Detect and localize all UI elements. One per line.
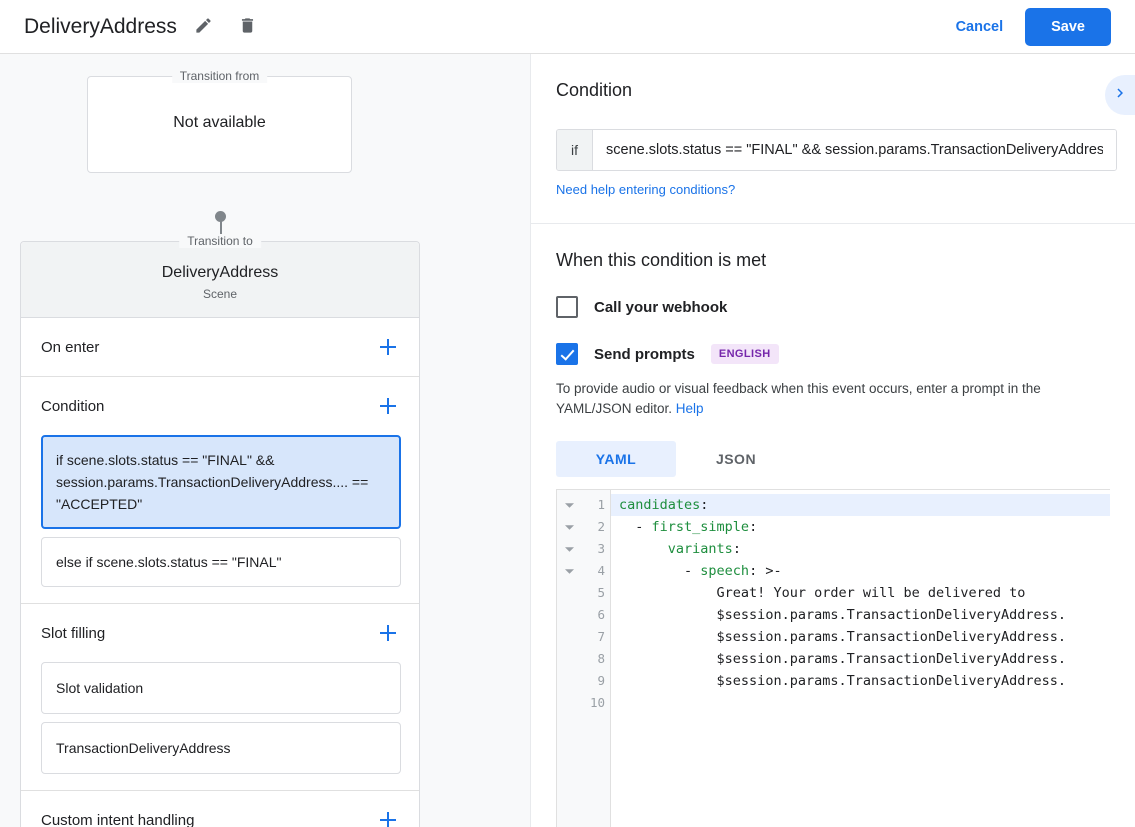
fold-gutter-blank bbox=[557, 692, 581, 714]
page-title: DeliveryAddress bbox=[24, 14, 177, 38]
cancel-button[interactable]: Cancel bbox=[944, 10, 1016, 44]
right-details-panel: Condition if Need help entering conditio… bbox=[530, 54, 1135, 827]
condition-list: if scene.slots.status == "FINAL" && sess… bbox=[21, 435, 419, 603]
delete-button[interactable] bbox=[231, 10, 265, 44]
pencil-icon bbox=[194, 16, 213, 38]
condition-list-item[interactable]: if scene.slots.status == "FINAL" && sess… bbox=[41, 435, 401, 529]
fold-gutter-blank bbox=[557, 670, 581, 692]
save-button[interactable]: Save bbox=[1025, 7, 1111, 46]
fold-toggle-icon[interactable] bbox=[557, 538, 581, 560]
section-condition: Condition if scene.slots.status == "FINA… bbox=[21, 377, 419, 604]
section-on-enter-header[interactable]: On enter bbox=[21, 318, 419, 376]
send-prompts-row[interactable]: Send prompts ENGLISH bbox=[556, 343, 1110, 365]
editor-hint: To provide audio or visual feedback when… bbox=[556, 379, 1110, 419]
condition-if-prefix: if bbox=[557, 130, 593, 170]
editor-line-number: 5 bbox=[597, 585, 605, 600]
scene-card-header[interactable]: Transition to DeliveryAddress Scene bbox=[21, 234, 419, 318]
when-condition-met-block: When this condition is met Call your web… bbox=[531, 224, 1135, 827]
editor-line-number: 10 bbox=[589, 695, 605, 710]
editor-code-line[interactable]: - speech: >- bbox=[619, 563, 782, 579]
section-slot-filling: Slot filling Slot validation Transaction… bbox=[21, 604, 419, 791]
section-on-enter: On enter bbox=[21, 318, 419, 377]
transition-from-card[interactable]: Transition from Not available bbox=[87, 69, 352, 173]
editor-code-line[interactable]: - first_simple: bbox=[619, 519, 758, 535]
editor-code-line[interactable]: Great! Your order will be delivered to bbox=[716, 585, 1026, 601]
transition-from-legend: Transition from bbox=[171, 69, 268, 83]
section-custom-intent-label: Custom intent handling bbox=[41, 811, 195, 827]
code-editor[interactable]: 1 2 3 4 5 6 7 8 9 10 candidates: - first_simple: … bbox=[556, 489, 1110, 827]
section-slot-filling-header[interactable]: Slot filling bbox=[21, 604, 419, 662]
condition-heading: Condition bbox=[556, 80, 633, 100]
language-badge: ENGLISH bbox=[710, 344, 779, 364]
condition-help-link[interactable]: Need help entering conditions? bbox=[556, 182, 736, 197]
scene-type: Scene bbox=[202, 287, 238, 301]
editor-code-line[interactable] bbox=[611, 692, 1110, 714]
fold-gutter-blank bbox=[557, 626, 581, 648]
slot-filling-list: Slot validation TransactionDeliveryAddre… bbox=[21, 662, 419, 790]
add-custom-intent-button[interactable] bbox=[375, 807, 401, 827]
trash-icon bbox=[238, 16, 257, 38]
slot-list-item[interactable]: Slot validation bbox=[41, 662, 401, 714]
transition-from-value: Not available bbox=[173, 113, 266, 131]
condition-list-item[interactable]: else if scene.slots.status == "FINAL" bbox=[41, 537, 401, 587]
transition-to-card: Transition to DeliveryAddress Scene On e… bbox=[20, 234, 420, 827]
editor-code-area[interactable]: candidates: - first_simple: variants: - … bbox=[611, 490, 1110, 827]
fold-gutter-blank bbox=[557, 648, 581, 670]
panel-divider bbox=[531, 223, 1135, 224]
add-on-enter-button[interactable] bbox=[375, 334, 401, 360]
left-flow-panel: Transition from Not available Transition… bbox=[0, 54, 530, 827]
section-custom-intent-handling: Custom intent handling bbox=[21, 791, 419, 827]
add-condition-button[interactable] bbox=[375, 393, 401, 419]
section-slot-filling-label: Slot filling bbox=[41, 624, 106, 642]
editor-line-number: 9 bbox=[597, 673, 605, 688]
tab-json[interactable]: JSON bbox=[676, 441, 796, 477]
section-condition-header[interactable]: Condition bbox=[21, 377, 419, 435]
fold-toggle-icon[interactable] bbox=[557, 560, 581, 582]
editor-hint-text: To provide audio or visual feedback when… bbox=[556, 381, 1041, 416]
section-on-enter-label: On enter bbox=[41, 338, 100, 356]
call-webhook-label: Call your webhook bbox=[594, 298, 728, 316]
editor-code-line[interactable]: $session.params.TransactionDeliveryAddre… bbox=[716, 607, 1067, 623]
edit-name-button[interactable] bbox=[187, 10, 221, 44]
slot-list-item[interactable]: TransactionDeliveryAddress bbox=[41, 722, 401, 774]
editor-line-number: 7 bbox=[597, 629, 605, 644]
editor-line-number: 3 bbox=[597, 541, 605, 556]
format-tabs: YAML JSON bbox=[556, 441, 1110, 477]
call-webhook-checkbox[interactable] bbox=[556, 296, 578, 318]
fold-toggle-icon[interactable] bbox=[557, 494, 581, 516]
section-custom-intent-header[interactable]: Custom intent handling bbox=[21, 791, 419, 827]
editor-code-line[interactable]: $session.params.TransactionDeliveryAddre… bbox=[716, 629, 1067, 645]
editor-code-line[interactable]: variants: bbox=[667, 541, 741, 557]
tab-yaml[interactable]: YAML bbox=[556, 441, 676, 477]
condition-input[interactable] bbox=[593, 130, 1116, 170]
expand-panel-button[interactable] bbox=[1105, 75, 1135, 115]
editor-code-line[interactable]: candidates: bbox=[611, 494, 1110, 516]
add-slot-filling-button[interactable] bbox=[375, 620, 401, 646]
editor-line-number: 6 bbox=[597, 607, 605, 622]
editor-line-number: 8 bbox=[597, 651, 605, 666]
editor-code-line[interactable]: $session.params.TransactionDeliveryAddre… bbox=[716, 651, 1067, 667]
scene-name: DeliveryAddress bbox=[161, 264, 279, 281]
editor-code-line[interactable]: $session.params.TransactionDeliveryAddre… bbox=[716, 673, 1067, 689]
editor-fold-gutter bbox=[557, 490, 581, 827]
editor-line-numbers: 1 2 3 4 5 6 7 8 9 10 bbox=[581, 490, 611, 827]
editor-line-number: 1 bbox=[597, 497, 605, 512]
editor-line-number: 4 bbox=[597, 563, 605, 578]
when-condition-met-heading: When this condition is met bbox=[556, 250, 767, 270]
fold-gutter-blank bbox=[557, 582, 581, 604]
section-condition-label: Condition bbox=[41, 397, 105, 415]
send-prompts-label: Send prompts bbox=[594, 345, 695, 363]
chevron-right-icon bbox=[1111, 84, 1129, 107]
fold-gutter-blank bbox=[557, 604, 581, 626]
condition-input-wrapper: if bbox=[556, 129, 1117, 171]
top-app-bar: DeliveryAddress Cancel Save bbox=[0, 0, 1135, 54]
fold-toggle-icon[interactable] bbox=[557, 516, 581, 538]
transition-to-legend: Transition to bbox=[179, 234, 261, 248]
editor-help-link[interactable]: Help bbox=[675, 401, 704, 416]
condition-block: Condition if Need help entering conditio… bbox=[531, 54, 1135, 223]
editor-line-number: 2 bbox=[597, 519, 605, 534]
webhook-row[interactable]: Call your webhook bbox=[556, 296, 1110, 318]
send-prompts-checkbox[interactable] bbox=[556, 343, 578, 365]
